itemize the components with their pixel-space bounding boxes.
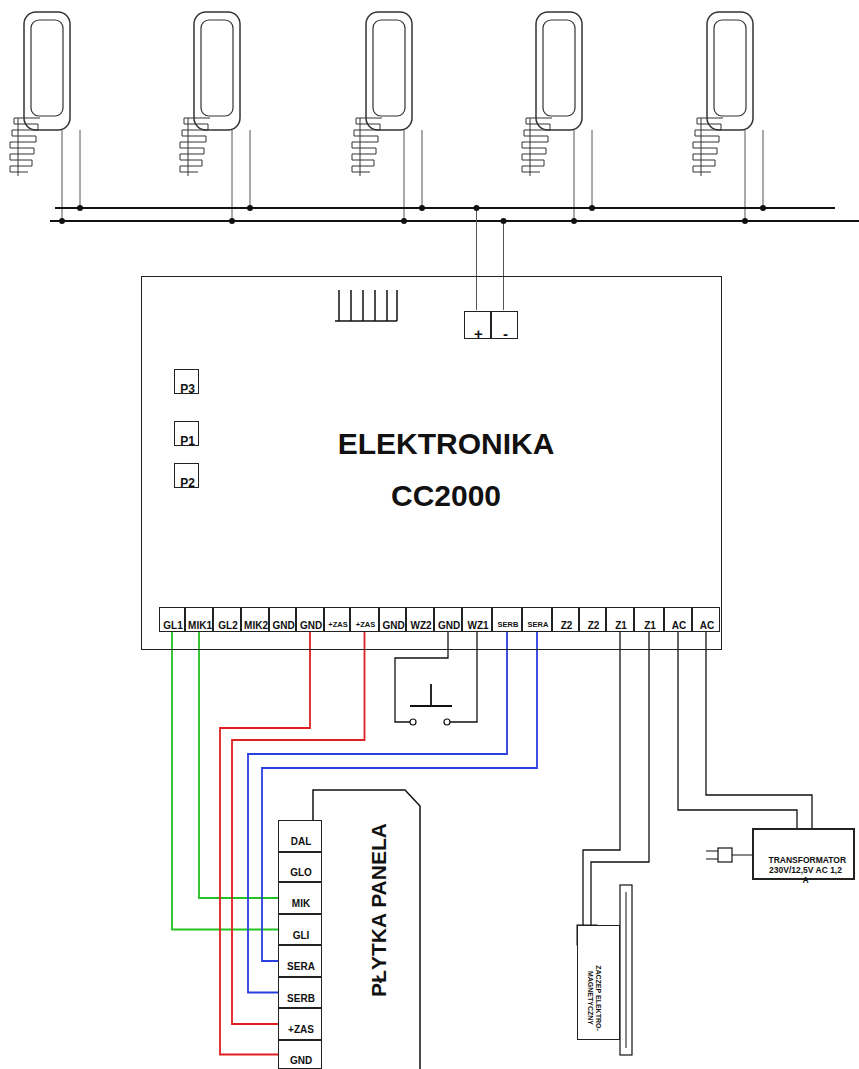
button-plunger xyxy=(410,684,452,706)
screw-terminal: AC xyxy=(664,607,692,632)
lock-plate-line xyxy=(626,892,627,1048)
screw-terminal: WZ1 xyxy=(462,607,492,632)
screw-terminal: GND xyxy=(269,607,296,632)
push-button xyxy=(395,632,477,725)
screw-terminal: GND xyxy=(296,607,324,632)
jumper-label: P3 xyxy=(174,369,199,394)
panel-terminal: SERB xyxy=(278,977,322,1008)
panel-terminal: MIK xyxy=(278,882,322,914)
controller-box: ELEKTRONIKACC2000P3P1P2+-GL1MIK1GL2MIK2G… xyxy=(141,276,722,650)
button-wire xyxy=(395,632,477,722)
screw-terminal: Z1 xyxy=(606,607,634,632)
screw-terminal: MIK2 xyxy=(241,607,269,632)
screw-terminal: Z2 xyxy=(552,607,579,632)
screw-terminal: WZ2 xyxy=(406,607,434,632)
mains-plug xyxy=(706,848,752,862)
junction-dot xyxy=(501,218,507,224)
handset xyxy=(180,12,253,224)
wire xyxy=(232,632,365,1024)
wire xyxy=(678,632,797,828)
wire xyxy=(583,632,620,925)
handset xyxy=(352,12,425,224)
wire xyxy=(262,632,537,961)
screw-terminal: MIK1 xyxy=(185,607,213,632)
junction-dot xyxy=(474,205,480,211)
screw-terminal: +ZAS xyxy=(324,607,350,632)
screw-terminal: SERA xyxy=(522,607,552,632)
handsets xyxy=(10,12,766,224)
screw-terminal: Z2 xyxy=(579,607,606,632)
handset xyxy=(693,12,766,224)
panel-terminal: SERA xyxy=(278,945,322,977)
electromagnetic-lock: ZACZEP ELEKTRO- MAGNETYCZNY xyxy=(577,925,620,1040)
screw-terminal: AC xyxy=(692,607,720,632)
screw-terminal: Z1 xyxy=(634,607,664,632)
screw-terminal: GND xyxy=(434,607,462,632)
wire xyxy=(199,632,278,898)
screw-terminal: SERB xyxy=(492,607,522,632)
panel-board: PŁYTKA PANELADALGLOMIKGLISERASERB+ZASGND xyxy=(278,790,423,1069)
panel-terminal: GLO xyxy=(278,852,322,882)
heatsink-symbol xyxy=(335,290,397,321)
button-contact xyxy=(410,719,416,725)
wire xyxy=(248,632,507,993)
screw-terminal: GND xyxy=(379,607,406,632)
board-edge xyxy=(313,790,420,1069)
wire xyxy=(706,632,812,828)
jumper-label: P2 xyxy=(174,463,199,488)
panel-terminal: DAL xyxy=(278,820,322,852)
screw-terminal: +ZAS xyxy=(350,607,379,632)
handset xyxy=(522,12,595,224)
supply-terminal: - xyxy=(491,311,518,339)
panel-terminal: +ZAS xyxy=(278,1008,322,1040)
supply-terminal: + xyxy=(464,311,491,339)
handset xyxy=(10,12,83,224)
panel-terminal: GLI xyxy=(278,914,322,945)
button-contact xyxy=(444,719,450,725)
lock-plate xyxy=(620,885,632,1055)
screw-terminal: GL1 xyxy=(159,607,185,632)
bus-line xyxy=(50,208,859,221)
wire xyxy=(591,632,649,925)
jumper-label: P1 xyxy=(174,421,199,446)
transformer-box: TRANSFORMATOR 230V/12,5V AC 1,2 A xyxy=(752,828,855,880)
screw-terminal: GL2 xyxy=(213,607,241,632)
panel-terminal: GND xyxy=(278,1040,322,1069)
bus-wire xyxy=(477,208,504,310)
